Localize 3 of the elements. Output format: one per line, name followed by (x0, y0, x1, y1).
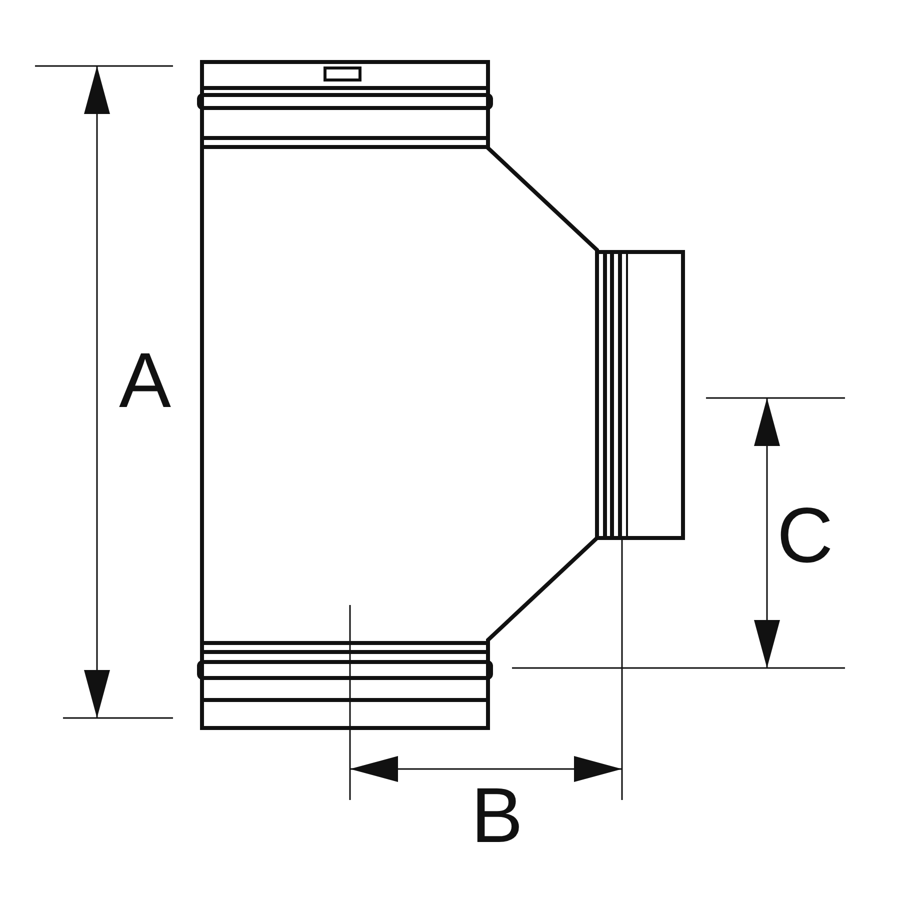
dimension-label: C (776, 496, 834, 574)
dimension-label: A (118, 341, 172, 419)
dimension-label: B (470, 776, 524, 854)
